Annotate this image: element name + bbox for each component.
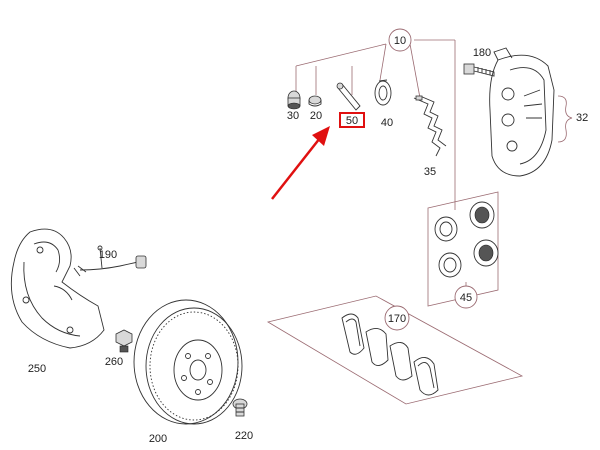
part-50-guide-pin — [336, 82, 361, 111]
pad-set-frame — [266, 295, 524, 405]
part-260-screw — [115, 329, 133, 353]
label-170: 170 — [388, 313, 406, 325]
label-200: 200 — [149, 433, 167, 445]
callout-45 — [454, 285, 478, 309]
part-35-spring-clip — [413, 95, 447, 157]
part-190-wear-sensor — [73, 245, 147, 277]
part-40-seal — [374, 79, 392, 106]
part-32-caliper — [489, 47, 555, 177]
seal-kit-frame — [427, 191, 499, 307]
part-30-bushing — [287, 90, 301, 110]
label-20: 20 — [310, 110, 322, 122]
part-250-backing-plate — [10, 228, 105, 349]
part-200-brake-disc — [133, 299, 243, 425]
label-45: 45 — [460, 292, 472, 304]
highlight-box-50 — [339, 112, 365, 128]
label-30: 30 — [287, 110, 299, 122]
part-180-bolt — [463, 63, 495, 77]
label-10: 10 — [394, 35, 406, 47]
label-220: 220 — [235, 430, 253, 442]
part-220-screw — [232, 398, 248, 417]
callout-10-leaders — [295, 39, 456, 210]
label-260: 260 — [105, 356, 123, 368]
label-180: 180 — [473, 47, 491, 59]
label-40: 40 — [381, 117, 393, 129]
callout-10: 10 — [388, 28, 412, 52]
label-35: 35 — [424, 166, 436, 178]
label-250: 250 — [28, 363, 46, 375]
part-20-cap — [308, 95, 322, 107]
part-45-seal-rings — [434, 201, 499, 278]
label-50: 50 — [346, 115, 358, 127]
label-32: 32 — [576, 112, 588, 124]
part-170-brake-pads — [341, 313, 439, 396]
bracket-32 — [557, 95, 573, 143]
label-190: 190 — [99, 249, 117, 261]
callout-170 — [384, 305, 410, 331]
highlight-arrow — [271, 126, 330, 200]
